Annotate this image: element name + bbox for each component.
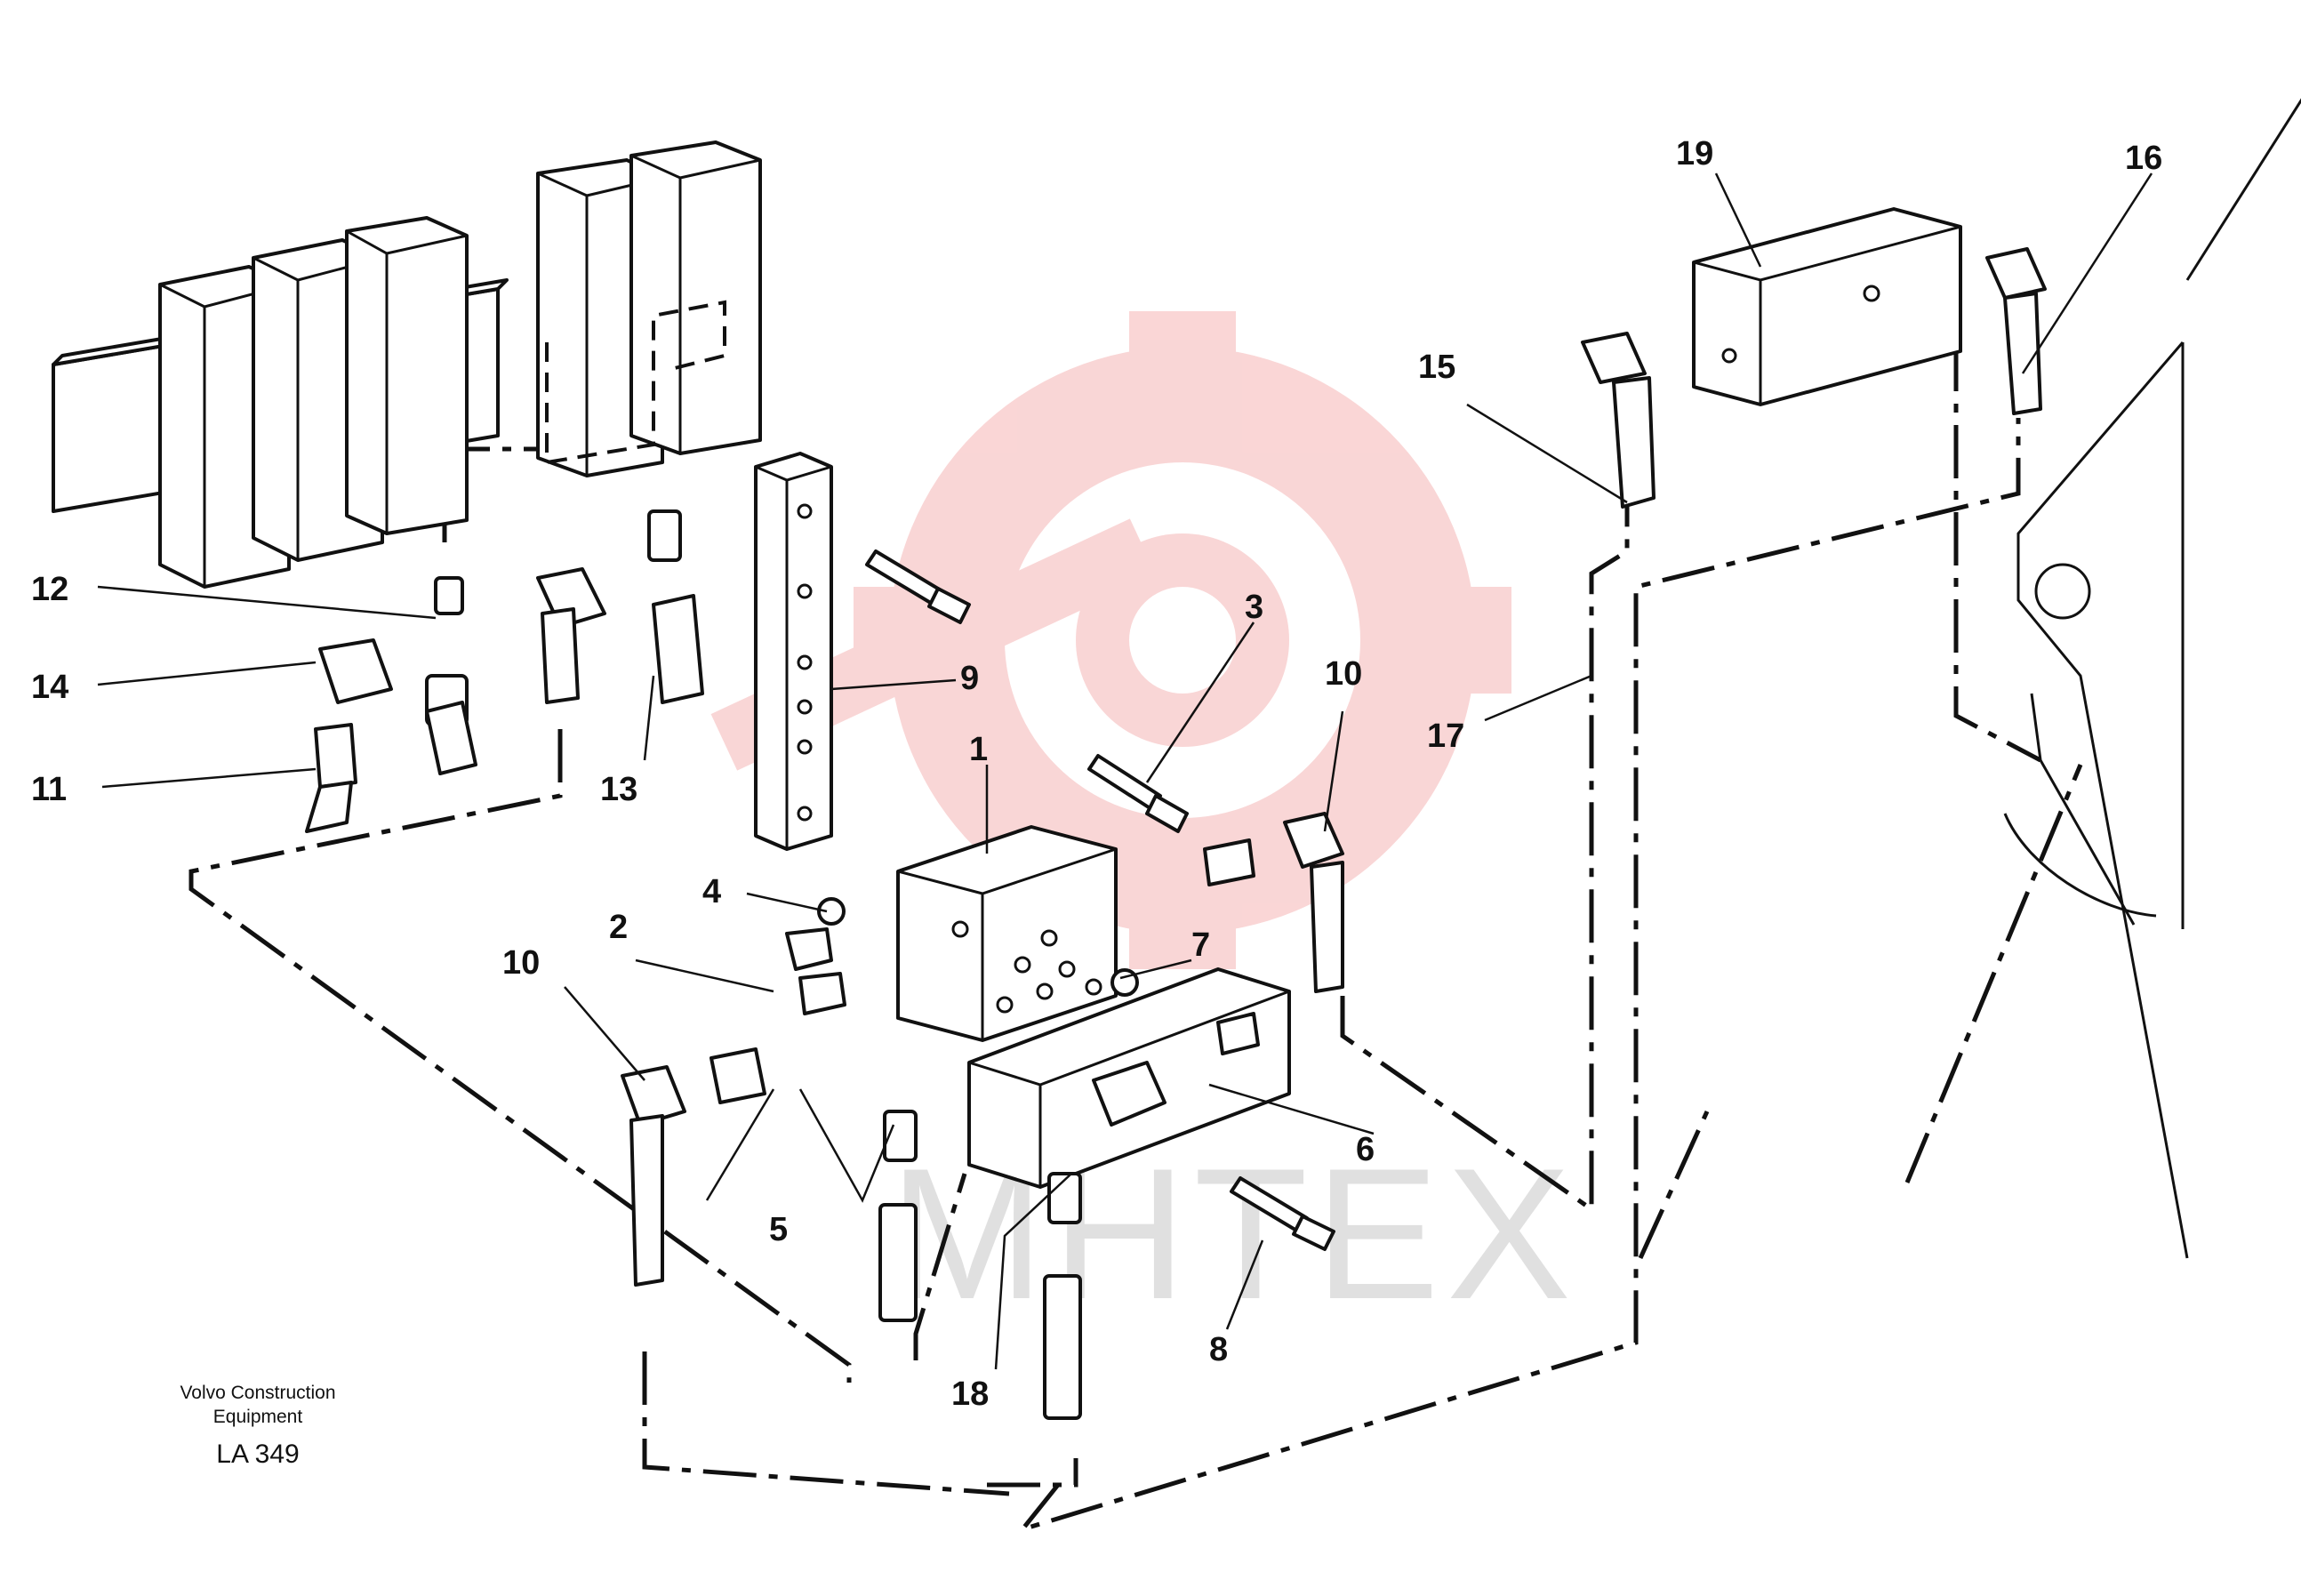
fittings <box>305 509 1344 1420</box>
callout-10-right: 10 <box>1325 655 1362 693</box>
leader-lines <box>97 172 2153 1370</box>
callout-3: 3 <box>1245 589 1263 626</box>
block-19 <box>1692 207 1962 406</box>
callout-7: 7 <box>1191 926 1210 964</box>
bolt-long-lower <box>1087 754 1189 833</box>
callout-14: 14 <box>31 669 68 706</box>
callout-12: 12 <box>31 571 68 608</box>
callout-5: 5 <box>769 1211 788 1248</box>
callout-11: 11 <box>31 771 67 808</box>
callout-19: 19 <box>1676 135 1713 172</box>
callout-2: 2 <box>609 909 628 946</box>
bolt-8 <box>1230 1176 1335 1251</box>
fittings-right <box>1581 247 2047 509</box>
callout-18: 18 <box>951 1375 989 1413</box>
callout-6: 6 <box>1356 1131 1375 1168</box>
callout-9: 9 <box>960 660 979 697</box>
callout-4: 4 <box>702 873 721 910</box>
callout-17: 17 <box>1427 718 1464 755</box>
mounting-bar <box>754 452 833 851</box>
bolt-long-upper <box>865 549 971 624</box>
callout-10-left: 10 <box>502 944 540 982</box>
caption-line-1: Volvo Construction <box>180 1383 335 1403</box>
valve-block <box>896 825 1118 1042</box>
callout-8: 8 <box>1209 1331 1228 1368</box>
callout-1: 1 <box>969 731 988 768</box>
caption-line-2: Equipment <box>213 1407 303 1427</box>
watermark-gear <box>710 311 1511 969</box>
solenoid-valve <box>967 967 1291 1189</box>
callout-labels: 1 2 3 4 5 6 7 8 9 10 10 11 12 13 14 15 1… <box>31 135 2162 1413</box>
caption: Volvo Construction Equipment LA 349 <box>180 1383 335 1469</box>
machine-frame <box>2003 98 2301 1259</box>
caption-code: LA 349 <box>216 1440 299 1469</box>
callout-16: 16 <box>2125 140 2162 177</box>
callout-15: 15 <box>1418 349 1455 386</box>
callout-13: 13 <box>600 771 637 808</box>
control-valve-bank <box>52 140 762 589</box>
